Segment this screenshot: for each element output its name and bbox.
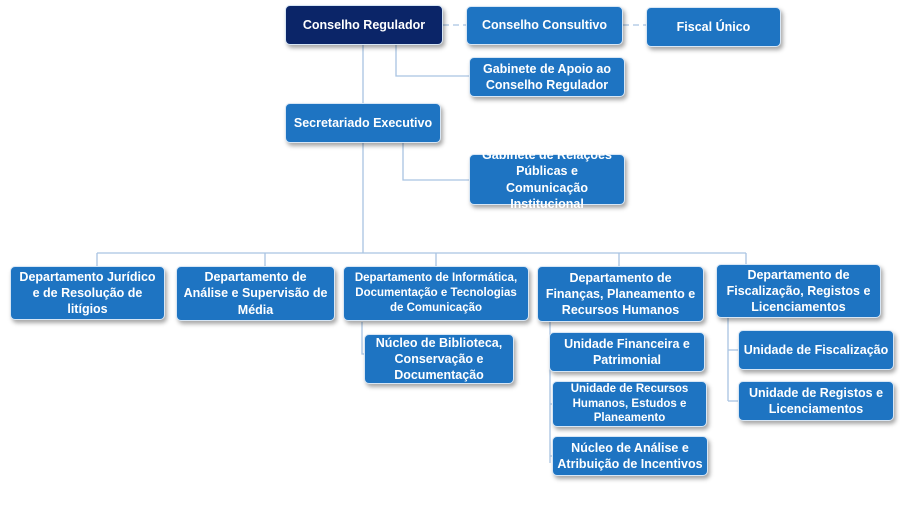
node-unidade-financeira: Unidade Financeira e Patrimonial — [549, 332, 705, 372]
node-unidade-recursos: Unidade de Recursos Humanos, Estudos e P… — [552, 381, 707, 427]
node-unidade-registos: Unidade de Registos e Licenciamentos — [738, 381, 894, 421]
node-dep-fiscalizacao: Departamento de Fiscalização, Registos e… — [716, 264, 881, 318]
node-fiscal-unico: Fiscal Único — [646, 7, 781, 47]
node-nucleo-biblioteca: Núcleo de Biblioteca, Conservação e Docu… — [364, 334, 514, 384]
node-dep-juridico: Departamento Jurídico e de Resolução de … — [10, 266, 165, 320]
node-conselho-regulador: Conselho Regulador — [285, 5, 443, 45]
link-gabinete-relacoes — [402, 143, 469, 181]
node-conselho-consultivo: Conselho Consultivo — [466, 6, 623, 45]
node-dep-analise: Departamento de Análise e Supervisão de … — [176, 266, 335, 321]
node-unidade-fiscalizacao: Unidade de Fiscalização — [738, 330, 894, 370]
node-gabinete-relacoes: Gabinete de Relações Públicas e Comunica… — [469, 148, 625, 211]
node-nucleo-analise: Núcleo de Análise e Atribuição de Incent… — [552, 436, 708, 476]
node-secretariado-executivo: Secretariado Executivo — [285, 103, 441, 143]
link-gabinete-apoio — [395, 45, 469, 77]
link-nucleo-biblioteca — [361, 322, 364, 355]
node-dep-financas: Departamento de Finanças, Planeamento e … — [537, 266, 704, 322]
node-gabinete-apoio: Gabinete de Apoio ao Conselho Regulador — [469, 57, 625, 97]
node-dep-informatica: Departamento de Informática, Documentaçã… — [343, 266, 529, 321]
